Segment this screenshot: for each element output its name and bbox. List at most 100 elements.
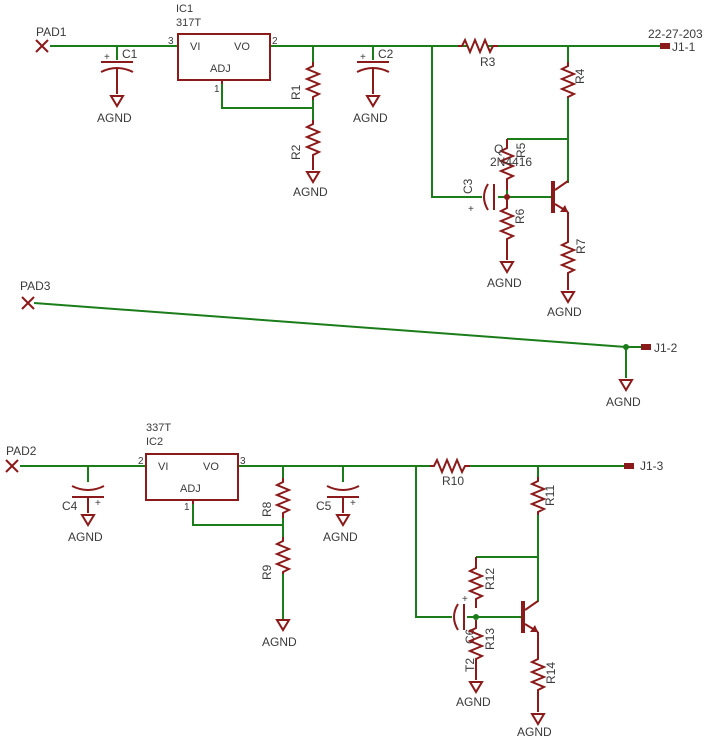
r7-label: R7 [574,238,588,254]
ic2-ref: IC2 [146,436,163,448]
c1-capacitor[interactable]: + [100,52,134,94]
junctions-top [504,194,510,200]
ic1-vo: VO [234,41,250,53]
pad2-symbol[interactable] [5,459,19,473]
r14-label: R14 [544,662,558,684]
r4-resistor[interactable] [559,62,577,98]
j1-1-pin[interactable] [660,43,670,49]
pad2-label: PAD2 [6,444,37,458]
r8-label: R8 [260,501,274,517]
wires-bottom [20,465,624,620]
wires-middle [33,302,641,378]
r13-label: R13 [483,628,497,650]
agnd-label: AGND [606,395,641,409]
c2-label: C2 [378,47,394,61]
agnd-label: AGND [456,695,491,709]
ic2-value: 337T [146,422,171,434]
svg-text:+: + [360,52,366,63]
t2-transistor[interactable] [521,600,539,655]
r13-resistor[interactable] [467,620,485,694]
t2-label: T2 [463,658,477,672]
svg-text:+: + [95,498,101,509]
pad3-label: PAD3 [20,279,51,293]
c2-capacitor[interactable]: + [356,52,390,108]
r9-resistor[interactable] [274,537,292,574]
r6-label: R6 [513,208,527,224]
pad1-label: PAD1 [36,25,67,39]
r3-resistor[interactable] [458,37,498,55]
agnd-label: AGND [323,530,358,544]
r4-label: R4 [573,68,587,84]
ic2-pin-in: 2 [138,456,144,467]
header-label: 22-27-203 [648,27,703,41]
ic1-pin-in: 3 [168,36,174,47]
c3-capacitor[interactable]: + [468,183,495,215]
c5-capacitor[interactable]: + [326,485,360,527]
ic2-pin-out: 3 [240,456,246,467]
agnd-label: AGND [517,725,552,739]
j1-2-label: J1-2 [654,341,678,355]
q1-transistor[interactable] [551,180,569,238]
r7-resistor[interactable] [559,238,577,304]
r3-label: R3 [480,55,496,69]
r1-label: R1 [289,84,303,100]
r5-label: R5 [514,142,528,158]
ic2-adj: ADJ [180,483,201,495]
ic2-vi: VI [158,461,168,473]
svg-text:+: + [104,52,110,63]
j1-2-pin[interactable] [641,344,651,350]
agnd-label: AGND [97,111,132,125]
ic1-regulator[interactable] [177,33,271,84]
c6-capacitor[interactable]: + [453,594,468,631]
r11-label: R11 [543,485,557,506]
q1-value: 2N4416 [490,155,532,169]
agnd-label: AGND [353,111,388,125]
r8-resistor[interactable] [274,478,292,518]
j1-1-label: J1-1 [672,40,696,54]
agnd-label: AGND [487,276,522,290]
agnd-symbol [618,379,634,392]
ic1-adj: ADJ [210,63,231,75]
q1-ref: Q [494,142,503,156]
svg-text:+: + [468,204,474,215]
r14-resistor[interactable] [529,655,547,726]
r10-label: R10 [442,474,464,488]
c3-label: C3 [461,178,475,194]
ic1-value: 317T [176,17,201,29]
ic2-pin-adj: 1 [184,502,190,513]
ic2-regulator[interactable] [145,453,239,504]
r2-resistor[interactable] [304,120,322,184]
r2-label: R2 [289,144,303,160]
r5-resistor[interactable] [498,139,516,190]
r6-resistor[interactable] [498,200,516,274]
r10-resistor[interactable] [430,457,470,475]
agnd-symbol [275,619,291,632]
j1-3-label: J1-3 [640,459,664,473]
r1-resistor[interactable] [304,62,322,100]
r9-label: R9 [260,564,274,580]
svg-text:+: + [350,498,356,509]
svg-text:+: + [462,594,468,605]
c5-label: C5 [316,499,332,513]
c4-label: C4 [62,499,78,513]
pad3-symbol[interactable] [21,296,35,310]
agnd-label: AGND [547,305,582,319]
ic1-pin-out: 2 [272,36,278,47]
agnd-label: AGND [262,635,297,649]
pad1-symbol[interactable] [35,39,49,53]
agnd-label: AGND [68,530,103,544]
ic2-vo: VO [203,461,219,473]
r11-resistor[interactable] [529,477,547,515]
agnd-label: AGND [293,185,328,199]
r12-resistor[interactable] [467,557,485,608]
junctions-bottom [473,614,479,620]
r12-label: R12 [483,568,497,590]
ic1-ref: IC1 [176,3,193,15]
ic1-vi: VI [190,41,200,53]
c4-capacitor[interactable]: + [71,485,105,527]
j1-3-pin[interactable] [624,463,634,469]
ic1-pin-adj: 1 [214,84,220,95]
c1-label: C1 [122,47,138,61]
agnd-symbol [109,95,125,108]
